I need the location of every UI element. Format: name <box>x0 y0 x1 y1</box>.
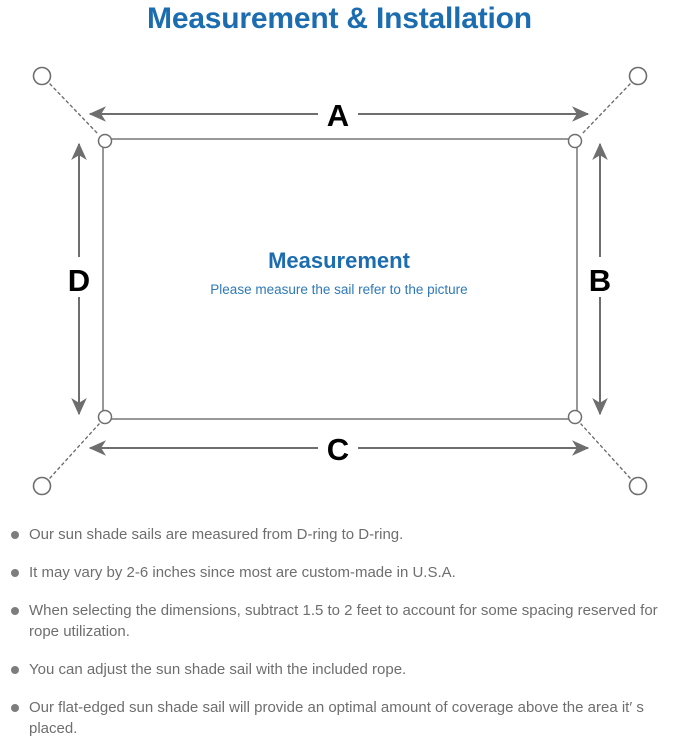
bullet-icon <box>11 531 19 539</box>
d-ring-bottom-right <box>567 409 583 425</box>
d-ring-top-right <box>567 133 583 149</box>
list-item: When selecting the dimensions, subtract … <box>0 600 679 642</box>
dimension-label-b: B <box>589 263 611 298</box>
sail-corner-overlays <box>102 138 578 420</box>
diagram-center-heading: Measurement <box>268 248 411 273</box>
note-text: You can adjust the sun shade sail with t… <box>29 661 407 678</box>
note-text: When selecting the dimensions, subtract … <box>29 602 658 640</box>
rope-bottom-left <box>49 423 100 479</box>
note-text: It may vary by 2-6 inches since most are… <box>29 564 456 581</box>
rope-lines <box>49 83 631 479</box>
anchor-bottom-right <box>628 476 648 496</box>
rope-top-right <box>580 83 631 136</box>
notes-list: Our sun shade sails are measured from D-… <box>0 524 679 739</box>
note-text: Our sun shade sails are measured from D-… <box>29 526 404 543</box>
list-item: It may vary by 2-6 inches since most are… <box>0 562 679 583</box>
rope-bottom-right <box>580 423 631 479</box>
d-rings <box>97 133 583 425</box>
list-item: You can adjust the sun shade sail with t… <box>0 659 679 680</box>
bullet-icon <box>11 666 19 674</box>
bullet-icon <box>11 569 19 577</box>
dimension-label-c: C <box>327 432 349 467</box>
bullet-icon <box>11 607 19 615</box>
anchor-points <box>32 66 648 496</box>
bullet-icon <box>11 704 19 712</box>
dimension-label-a: A <box>327 98 349 133</box>
measurement-diagram: A C D B Measurement Please measure the s… <box>0 48 679 518</box>
diagram-svg: A C D B Measurement Please measure the s… <box>32 66 648 496</box>
dimension-label-d: D <box>68 263 90 298</box>
diagram-center-subtext: Please measure the sail refer to the pic… <box>210 282 467 297</box>
anchor-bottom-left <box>32 476 52 496</box>
sail-rectangle <box>102 138 578 420</box>
page-title: Measurement & Installation <box>147 2 532 35</box>
list-item: Our sun shade sails are measured from D-… <box>0 524 679 545</box>
anchor-top-right <box>628 66 648 86</box>
note-text: Our flat-edged sun shade sail will provi… <box>29 699 644 737</box>
rope-top-left <box>49 83 100 136</box>
list-item: Our flat-edged sun shade sail will provi… <box>0 697 679 739</box>
d-ring-bottom-left <box>97 409 113 425</box>
d-ring-top-left <box>97 133 113 149</box>
anchor-top-left <box>32 66 52 86</box>
